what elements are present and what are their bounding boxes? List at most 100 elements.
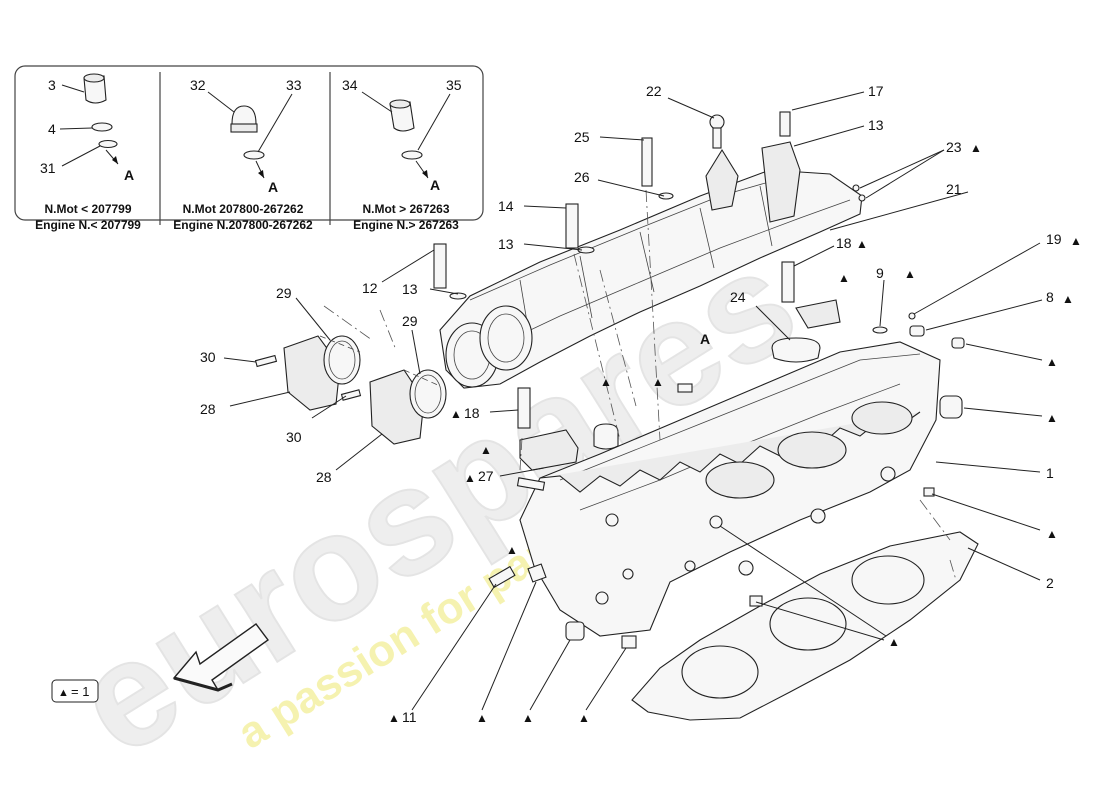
cam-cap-left bbox=[519, 429, 579, 471]
callout-34: 34 bbox=[342, 77, 358, 93]
bolt-14 bbox=[565, 203, 579, 249]
callout-31: 31 bbox=[40, 160, 56, 176]
assembly-centerlines bbox=[323, 189, 957, 581]
callout-4: 4 bbox=[48, 121, 56, 137]
callout-21: 21 bbox=[946, 181, 962, 197]
callout-27: 27 bbox=[478, 468, 494, 484]
inset-3-parts bbox=[361, 91, 451, 179]
tri-23: ▲ bbox=[970, 141, 982, 155]
cap-part-32 bbox=[231, 105, 257, 125]
sleeve-8 bbox=[909, 325, 925, 337]
callout-25: 25 bbox=[574, 129, 590, 145]
bolt-18b bbox=[517, 387, 531, 429]
legend: ▲ = 1 bbox=[51, 679, 99, 703]
callout-3: 3 bbox=[48, 77, 56, 93]
tri-plug-lower: ▲ bbox=[1046, 527, 1058, 541]
callout-28a: 28 bbox=[200, 401, 216, 417]
callout-1: 1 bbox=[1046, 465, 1054, 481]
inset-1-engine: Engine N.< 207799 bbox=[35, 218, 141, 232]
callout-28b: 28 bbox=[316, 469, 332, 485]
tri-19: ▲ bbox=[1070, 234, 1082, 248]
callout-30b: 30 bbox=[286, 429, 302, 445]
washer-part-35 bbox=[401, 150, 423, 160]
callout-29a: 29 bbox=[276, 285, 292, 301]
washer-9 bbox=[872, 326, 888, 334]
inset-3-mot: N.Mot > 267263 bbox=[362, 202, 449, 216]
legend-frame bbox=[51, 679, 99, 703]
bolt-30a bbox=[254, 354, 278, 368]
callout-13a: 13 bbox=[868, 117, 884, 133]
bolt-17 bbox=[779, 111, 791, 137]
seal-ring-2 bbox=[409, 369, 447, 419]
tri-9: ▲ bbox=[904, 267, 916, 281]
callout-14: 14 bbox=[498, 198, 514, 214]
gasket-bore-2 bbox=[769, 597, 847, 651]
bushing-part-34 bbox=[389, 101, 415, 132]
plug-19 bbox=[908, 312, 916, 320]
gasket-bore-3 bbox=[851, 555, 925, 605]
chamber-1 bbox=[705, 461, 775, 499]
tri-b3: ▲ bbox=[578, 711, 590, 725]
bracket bbox=[761, 141, 801, 223]
ref-a-1: A bbox=[124, 167, 134, 183]
head-gasket bbox=[631, 531, 979, 721]
inset-2-parts bbox=[207, 91, 293, 179]
direction-arrow-icon bbox=[172, 623, 269, 692]
callout-13b: 13 bbox=[498, 236, 514, 252]
arrow-head-1 bbox=[112, 156, 118, 164]
washer-part-33 bbox=[243, 150, 265, 160]
ref-a-3: A bbox=[430, 177, 440, 193]
triangle-markers: ▲ ▲ ▲ ▲ ▲ ▲ ▲ ▲ ▲ ▲ ▲ ▲ ▲ ▲ ▲ ▲ ▲ ▲ ▲ ▲ bbox=[388, 141, 1082, 725]
callout-32: 32 bbox=[190, 77, 206, 93]
cam-cap-right bbox=[795, 299, 841, 329]
callout-22: 22 bbox=[646, 83, 662, 99]
inset-1-mot: N.Mot < 207799 bbox=[44, 202, 131, 216]
tri-plug-large: ▲ bbox=[1046, 411, 1058, 425]
ring-24 bbox=[771, 337, 821, 363]
dowel-11 bbox=[488, 565, 516, 589]
ref-a-main: A bbox=[700, 331, 710, 347]
callout-18a: 18 bbox=[836, 235, 852, 251]
callout-29b: 29 bbox=[402, 313, 418, 329]
callout-33: 33 bbox=[286, 77, 302, 93]
callout-11: 11 bbox=[402, 709, 417, 725]
bolt-18a bbox=[781, 261, 795, 303]
inset-2-engine: Engine N.207800-267262 bbox=[173, 218, 313, 232]
inset-2-mot: N.Mot 207800-267262 bbox=[183, 202, 304, 216]
callout-17: 17 bbox=[868, 83, 884, 99]
callout-23: 23 bbox=[946, 139, 962, 155]
tri-b2: ▲ bbox=[522, 711, 534, 725]
tri-18b: ▲ bbox=[450, 407, 462, 421]
stud-27 bbox=[516, 477, 546, 491]
callout-18b: 18 bbox=[464, 405, 480, 421]
gasket-bore-1 bbox=[681, 645, 759, 699]
cam-phasers bbox=[254, 335, 447, 445]
tri-b1: ▲ bbox=[476, 711, 488, 725]
callout-30a: 30 bbox=[200, 349, 216, 365]
inset-3-engine: Engine N.> 267263 bbox=[353, 218, 459, 232]
legend-text: = 1 bbox=[71, 684, 89, 699]
tri-tappet: ▲ bbox=[600, 375, 612, 389]
callout-2: 2 bbox=[1046, 575, 1054, 591]
tri-cap-left: ▲ bbox=[480, 443, 492, 457]
legend-symbol: ▲ bbox=[58, 687, 69, 699]
washer-part-4 bbox=[91, 122, 113, 132]
oring-part-31 bbox=[98, 139, 118, 149]
bolt-12 bbox=[433, 243, 447, 289]
callout-13c: 13 bbox=[402, 281, 418, 297]
tri-27: ▲ bbox=[464, 471, 476, 485]
callout-19: 19 bbox=[1046, 231, 1062, 247]
callout-12: 12 bbox=[362, 280, 378, 296]
callout-8: 8 bbox=[1046, 289, 1054, 305]
bushing-part-3 bbox=[83, 75, 107, 104]
inset-panel: 3 4 31 A N.Mot < 207799 Engine N.< 20779… bbox=[14, 65, 484, 232]
tri-gasket: ▲ bbox=[888, 635, 900, 649]
tri-11: ▲ bbox=[388, 711, 400, 725]
tri-cap-right: ▲ bbox=[838, 271, 850, 285]
cylinder-head bbox=[519, 341, 941, 637]
chamber-3 bbox=[851, 401, 913, 435]
callout-9: 9 bbox=[876, 265, 884, 281]
leader-lines bbox=[223, 91, 1043, 711]
plug-large bbox=[939, 395, 963, 419]
